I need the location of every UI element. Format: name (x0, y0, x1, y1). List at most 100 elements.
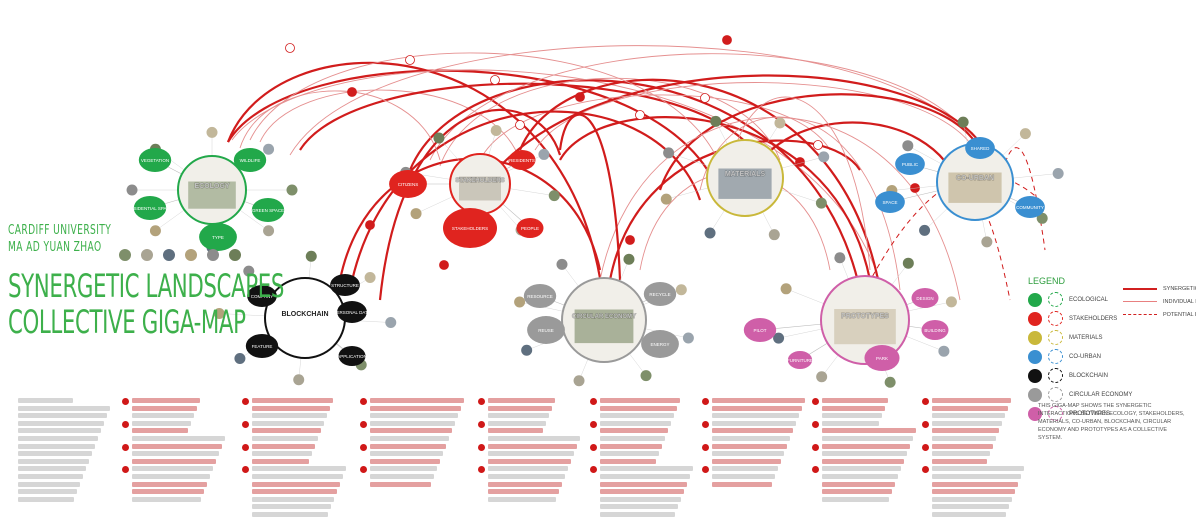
note-text-line (132, 443, 222, 449)
note-text-line (252, 451, 312, 457)
legend-item: CIRCULAR ECONOMY (1028, 385, 1132, 404)
photo-thumbnail (206, 126, 218, 138)
photo-thumbnail (919, 224, 931, 236)
sub-node-label: SHARED (971, 146, 991, 151)
notes-summary: THIS GIGA-MAP SHOWS THE SYNERGETIC INTER… (1038, 403, 1185, 441)
photo-thumbnail (902, 140, 914, 152)
note-text-line (932, 428, 999, 434)
note-text-line (932, 466, 1024, 472)
photo-thumbnail (229, 249, 241, 261)
arc-marker (515, 120, 525, 130)
arc-marker (405, 55, 415, 65)
note-text-line (370, 413, 458, 419)
note-number-marker (122, 420, 129, 428)
note-number-marker (702, 398, 709, 405)
legend-label: CIRCULAR ECONOMY (1069, 391, 1133, 398)
line-legend-item: POTENTIAL INTERACTION (1123, 308, 1196, 321)
photo-thumbnail (663, 147, 675, 159)
note-text-line (600, 466, 693, 472)
note-text-line (600, 451, 659, 457)
note-text-line (822, 428, 916, 434)
sub-node (911, 288, 939, 308)
sub-node-label: CITIZENS (398, 182, 419, 187)
title-block: CARDIFF UNIVERSITY MA AD YUAN ZHAO SYNER… (8, 222, 381, 340)
note-text-line (370, 481, 431, 487)
note-text-line (488, 435, 580, 441)
sub-node-label: ENERGY (650, 342, 669, 347)
note-text-line (712, 435, 790, 441)
legend-swatch (1028, 292, 1042, 307)
interaction-arc (226, 61, 602, 279)
legend-ring (1048, 349, 1063, 364)
photo-thumbnail (234, 352, 246, 364)
photo-thumbnail (815, 197, 827, 209)
photo-thumbnail (768, 229, 780, 241)
note-number-marker (922, 443, 929, 451)
photo-thumbnail (1052, 167, 1064, 179)
note-number-marker (590, 443, 597, 451)
note-text-line (132, 435, 225, 441)
note-text-line (488, 443, 577, 449)
line-legend: SYNERGETIC INTERACTIONINDIVIDUAL INTERAC… (1123, 282, 1196, 321)
photo-thumbnail (682, 332, 694, 344)
sub-node (787, 351, 813, 369)
photo-thumbnail (704, 227, 716, 239)
note-text-line (252, 473, 343, 479)
interaction-arc (408, 79, 862, 291)
legend-swatch (1028, 349, 1042, 364)
note-number-marker (812, 398, 819, 405)
notes-section (0, 398, 1196, 517)
note-text-line (132, 458, 216, 464)
interaction-arc (249, 52, 721, 166)
note-text-line (600, 405, 677, 411)
note-text-line (712, 458, 781, 464)
note-text-line (132, 496, 201, 502)
photo-thumbnail (410, 208, 422, 220)
note-text-line (370, 398, 464, 403)
note-number-marker (922, 398, 929, 405)
note-text-line (370, 405, 461, 411)
sub-node (133, 196, 167, 220)
note-number-marker (360, 398, 367, 405)
sub-node-label: PARK (876, 356, 888, 361)
note-text-line (822, 473, 898, 479)
note-text-line (252, 458, 309, 464)
note-text-line (932, 473, 1021, 479)
notes-column (822, 398, 922, 504)
note-text-line (932, 435, 996, 441)
note-text-line (600, 458, 656, 464)
cluster-blockchain: BLOCKCHAINCOMPANYSTRUCTUREFEATUREPERSONA… (213, 250, 397, 386)
photo-thumbnail (623, 253, 635, 265)
note-text-line (18, 413, 107, 419)
photo-thumbnail (207, 249, 219, 261)
note-text-line (488, 496, 556, 502)
note-text-line (488, 466, 568, 472)
legend-item: PROTOTYPES (1028, 404, 1132, 423)
photo-thumbnail (243, 265, 255, 277)
note-text-line (18, 435, 98, 441)
photo-thumbnail (1036, 212, 1048, 224)
interaction-arc (429, 53, 981, 161)
note-text-line (252, 398, 333, 403)
hub-label-materials: MATERIALS (725, 171, 766, 178)
photo-thumbnail (945, 296, 957, 308)
hub-label-ecology: ECOLOGY (194, 183, 229, 190)
note-text-line (600, 398, 680, 403)
note-text-line (252, 511, 328, 517)
legend-ring (1048, 292, 1063, 307)
sub-node (389, 170, 427, 198)
interaction-arc (658, 93, 981, 191)
note-text-line (488, 481, 562, 487)
sub-node-label: APPLICATION (337, 354, 366, 359)
note-text-line (18, 443, 95, 449)
interaction-arc (227, 69, 720, 191)
sub-node (245, 334, 279, 358)
note-text-line (712, 428, 793, 434)
photo-thumbnail (126, 184, 138, 196)
note-text-line (600, 420, 671, 426)
interaction-arc (479, 94, 831, 161)
arc-marker (700, 93, 710, 103)
interaction-arc (729, 96, 871, 271)
sub-node (199, 223, 237, 251)
photo-thumbnail (213, 307, 225, 319)
